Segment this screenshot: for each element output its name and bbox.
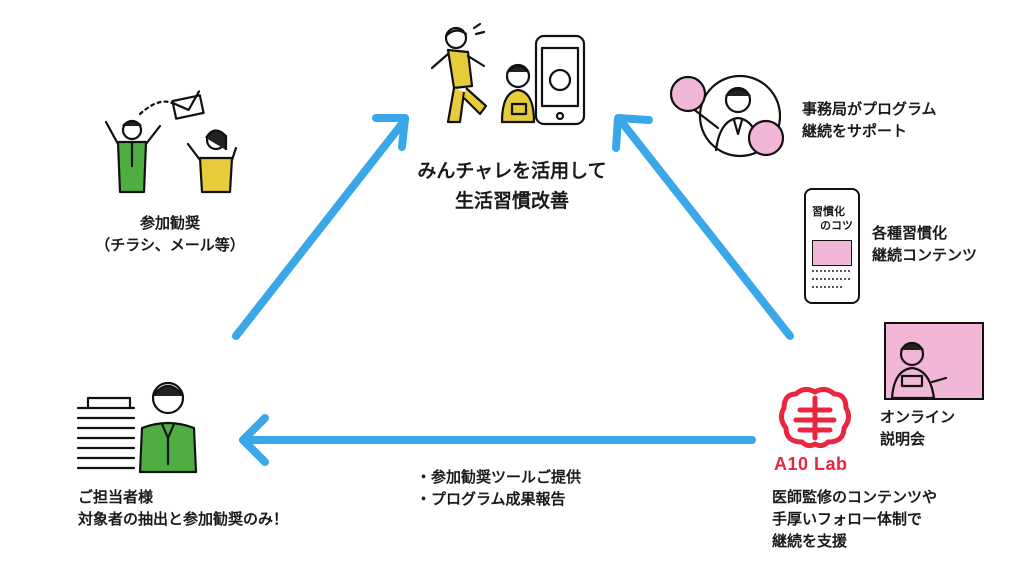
invitation-illustration (104, 90, 238, 194)
left-top-line1: 参加勧奨 (139, 214, 200, 232)
contents-phone: 習慣化 のコツ (804, 188, 860, 304)
running-person-illustration (430, 22, 586, 126)
bottom-left-line2: 対象者の抽出と参加勧奨のみ！ (78, 510, 289, 528)
contents-line1: 各種習慣化 (872, 224, 948, 242)
a10-lab-logo-text: A10 Lab (774, 454, 848, 474)
administrator-illustration (76, 381, 198, 474)
bottom-middle-item-1: ・参加勧奨ツールご提供 (416, 468, 582, 486)
arrow-left-head (239, 414, 269, 466)
phone-screen-text-line2: のコツ (820, 219, 853, 232)
arrow-up-left (232, 116, 409, 340)
contents-line2: 継続コンテンツ (872, 246, 978, 264)
a10-line1: 医師監修のコンテンツや (772, 488, 938, 506)
a10-lab-logo-icon (778, 386, 852, 449)
online-line2: 説明会 (880, 430, 926, 448)
center-title-line2: 生活習慣改善 (454, 190, 569, 212)
arrow-up-left-head (372, 114, 409, 151)
arrow-up-right-head (612, 114, 653, 152)
a10-line2: 手厚いフォロー体制で (772, 510, 923, 528)
bottom-middle-item-2: ・プログラム成果報告 (416, 490, 566, 508)
phone-screen-text-line1: 習慣化 (812, 205, 845, 218)
support-line1: 事務局がプログラム (802, 100, 937, 118)
phone-screen-image (812, 240, 852, 266)
bottom-left-line1: ご担当者様 (78, 488, 154, 506)
support-line2: 継続をサポート (802, 122, 908, 140)
a10-line3: 継続を支援 (772, 532, 848, 550)
online-line1: オンライン (880, 408, 956, 426)
arrow-up-right (616, 116, 794, 340)
center-title-line1: みんチャレを活用して (417, 160, 607, 182)
support-illustration (669, 74, 785, 158)
online-session-screen (884, 322, 984, 400)
left-top-line2: （チラシ、メール等） (95, 236, 245, 254)
